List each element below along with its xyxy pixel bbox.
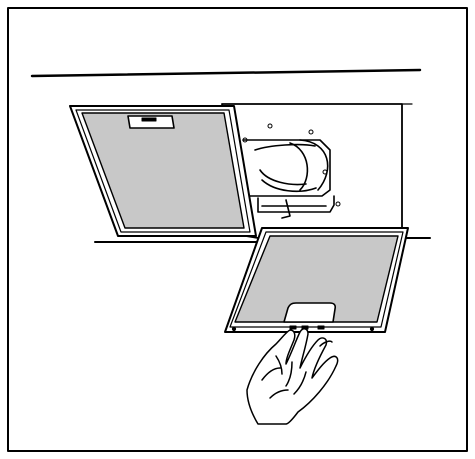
removed-filter — [224, 227, 409, 333]
installed-filter — [69, 105, 257, 237]
figure-frame — [7, 7, 468, 452]
hand-icon — [246, 328, 339, 425]
mesh-filter-icon — [234, 235, 399, 323]
installed-filter-handle — [127, 115, 175, 129]
hood-top-edge-line — [30, 68, 422, 78]
removed-filter-handle — [283, 302, 337, 323]
fan-duct-icon — [242, 139, 335, 219]
mesh-filter-icon — [81, 112, 245, 229]
